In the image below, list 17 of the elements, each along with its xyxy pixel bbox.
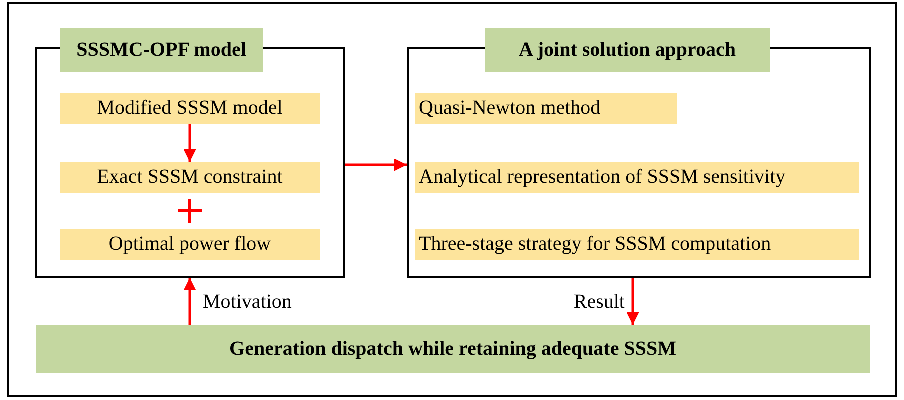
step-box: Quasi-Newton method	[415, 93, 677, 124]
panel-heading: SSSMC-OPF model	[60, 28, 263, 72]
arrow	[626, 278, 640, 325]
arrow	[345, 158, 407, 172]
step-box: Three-stage strategy for SSSM computation	[415, 229, 859, 260]
arrow	[184, 124, 196, 162]
step-box: Optimal power flow	[60, 229, 320, 260]
step-box: Exact SSSM constraint	[60, 162, 320, 193]
edge-label: Result	[574, 290, 625, 314]
step-box: Analytical representation of SSSM sensitivity	[415, 162, 859, 193]
group-panel	[35, 28, 345, 278]
result-bar: Generation dispatch while retaining adequate SSSM	[36, 325, 870, 373]
arrow	[184, 278, 196, 325]
edge-label: Motivation	[203, 290, 292, 314]
group-panel	[407, 28, 871, 278]
panel-heading: A joint solution approach	[485, 28, 770, 72]
step-box: Modified SSSM model	[60, 93, 320, 124]
